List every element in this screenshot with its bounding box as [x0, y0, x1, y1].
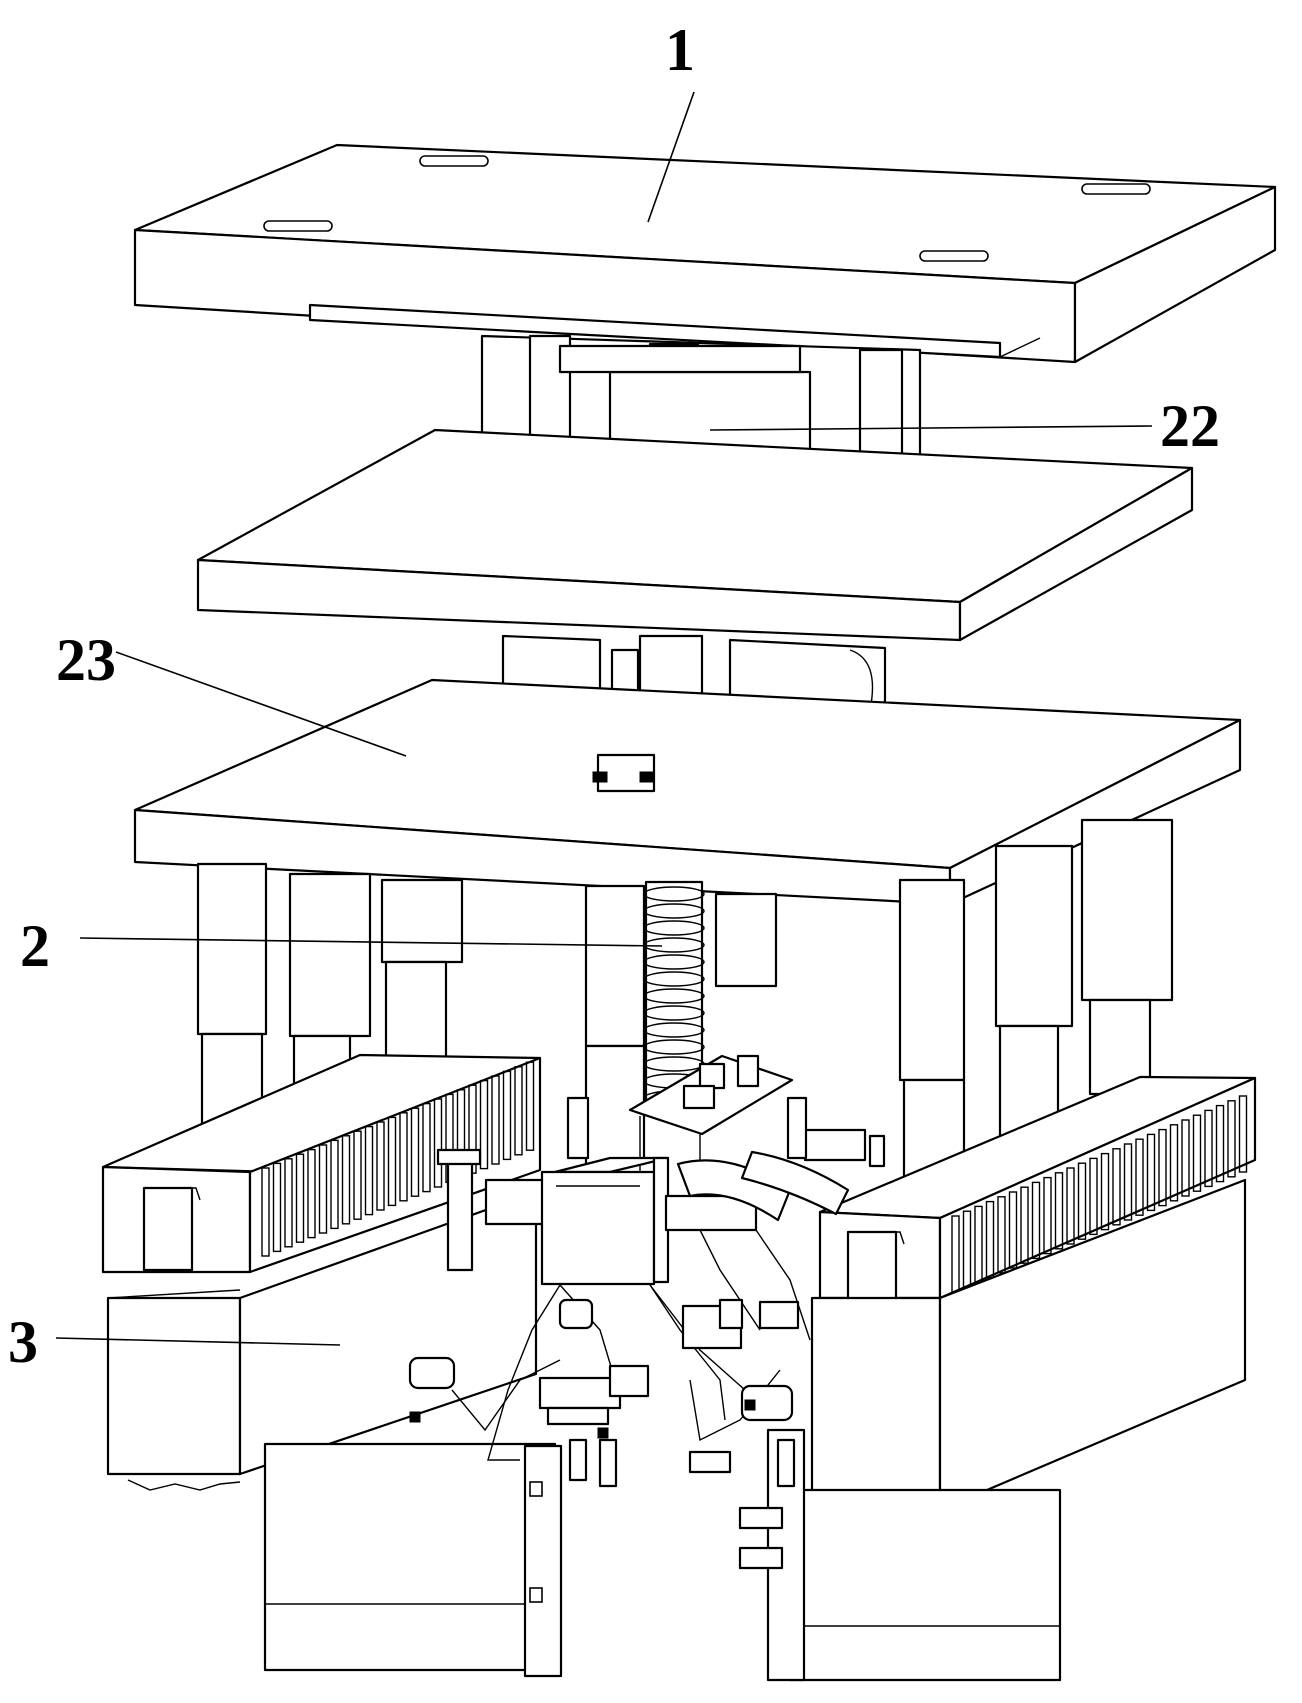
cooling-fin [525, 1061, 535, 1151]
cooling-fin [1020, 1186, 1029, 1264]
right-housing [738, 1075, 1257, 1682]
spring-coil [643, 920, 705, 936]
cooling-fin [261, 1167, 270, 1257]
callout-22: 22 [1160, 393, 1220, 459]
cooling-fin [1100, 1152, 1110, 1231]
cooling-fin [1204, 1109, 1213, 1188]
cooling-fin [330, 1139, 339, 1230]
cooling-fin [1008, 1191, 1018, 1269]
cooling-fin [514, 1066, 523, 1156]
cooling-fin [1112, 1148, 1121, 1226]
cooling-fin [1227, 1100, 1236, 1178]
callout-2: 2 [20, 913, 50, 979]
spring-coil [643, 1005, 705, 1021]
cooling-fin [364, 1125, 374, 1216]
cooling-fin [1031, 1181, 1041, 1260]
cooling-fin [1169, 1124, 1179, 1202]
cooling-fin [1123, 1143, 1133, 1221]
cooling-fin [387, 1116, 397, 1207]
cooling-fin [318, 1144, 328, 1234]
cooling-fin [422, 1102, 431, 1193]
cooling-fin [1238, 1095, 1248, 1173]
callout-labels: 1 22 23 2 3 [8, 17, 1220, 1375]
cooling-fin [1158, 1128, 1167, 1207]
bolt-slots [263, 155, 1151, 262]
spring-coil [643, 1039, 705, 1055]
cooling-fin [1146, 1133, 1156, 1212]
cooling-fin [502, 1070, 512, 1161]
callout-3: 3 [8, 1309, 38, 1375]
spring-coil [643, 903, 705, 919]
cooling-fin [433, 1098, 443, 1188]
cooling-fin [272, 1162, 282, 1253]
cooling-fin [410, 1107, 420, 1197]
cooling-fin [997, 1196, 1006, 1274]
cooling-fin [1077, 1162, 1087, 1240]
cooling-fin [1066, 1167, 1075, 1245]
spring-coil [643, 886, 705, 902]
central-mechanism [408, 1054, 886, 1488]
left-housing [101, 1053, 563, 1678]
callout-1: 1 [665, 17, 695, 83]
cooling-fin [376, 1121, 385, 1211]
spring-coil [643, 1022, 705, 1038]
spring-coil [643, 954, 705, 970]
spring-coil [643, 971, 705, 987]
cooling-fin [1054, 1172, 1064, 1250]
cooling-fin [1089, 1157, 1098, 1236]
cooling-fin [399, 1112, 408, 1202]
cooling-fin [1192, 1114, 1202, 1192]
cooling-fin [479, 1079, 489, 1170]
cooling-fin [1215, 1104, 1225, 1183]
cooling-fin [1181, 1119, 1190, 1197]
cooling-fin [1043, 1176, 1052, 1255]
spring-coil [643, 988, 705, 1004]
cooling-fin [353, 1130, 362, 1220]
callout-leaders [55, 91, 1153, 1346]
cooling-fin [341, 1135, 351, 1225]
cooling-fin [307, 1148, 316, 1239]
guide-pillars [196, 818, 1174, 1194]
cooling-fin [295, 1153, 305, 1243]
cooling-fin [284, 1158, 293, 1248]
spring [643, 880, 705, 1106]
callout-23: 23 [56, 627, 116, 693]
top-plate [133, 143, 1277, 364]
cooling-fin [491, 1075, 500, 1165]
large-plate [133, 678, 1242, 906]
cooling-fin [1135, 1138, 1144, 1216]
